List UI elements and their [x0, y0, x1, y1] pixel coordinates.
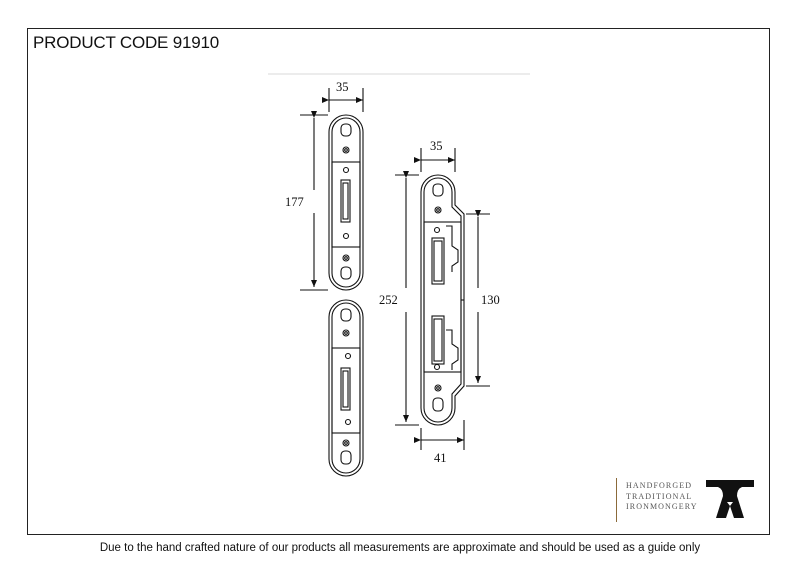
dim-long-plate-height: 252	[379, 293, 398, 307]
dim-top-plate-height: 177	[285, 195, 304, 209]
dim-long-plate-inner: 130	[481, 293, 500, 307]
logo-line-2: TRADITIONAL	[626, 491, 693, 501]
dim-top-plate-width: 35	[336, 80, 349, 94]
small-strike-plate-bottom	[328, 299, 364, 477]
dim-long-plate-width: 35	[430, 139, 443, 153]
drawing-sheet	[27, 28, 770, 535]
anvil-icon	[706, 480, 754, 518]
long-strike-plate	[420, 174, 465, 426]
logo-line-3: IRONMONGERY	[626, 502, 698, 511]
product-code: PRODUCT CODE 91910	[33, 33, 219, 52]
dim-long-plate-bottom-width: 41	[434, 451, 447, 465]
brand-logo-text: HANDFORGED TRADITIONAL IRONMONGERY	[626, 481, 698, 513]
logo-line-1: HANDFORGED	[626, 481, 693, 490]
logo-divider	[616, 478, 617, 522]
small-strike-plate-top	[328, 114, 364, 291]
footer-disclaimer: Due to the hand crafted nature of our pr…	[99, 542, 701, 554]
